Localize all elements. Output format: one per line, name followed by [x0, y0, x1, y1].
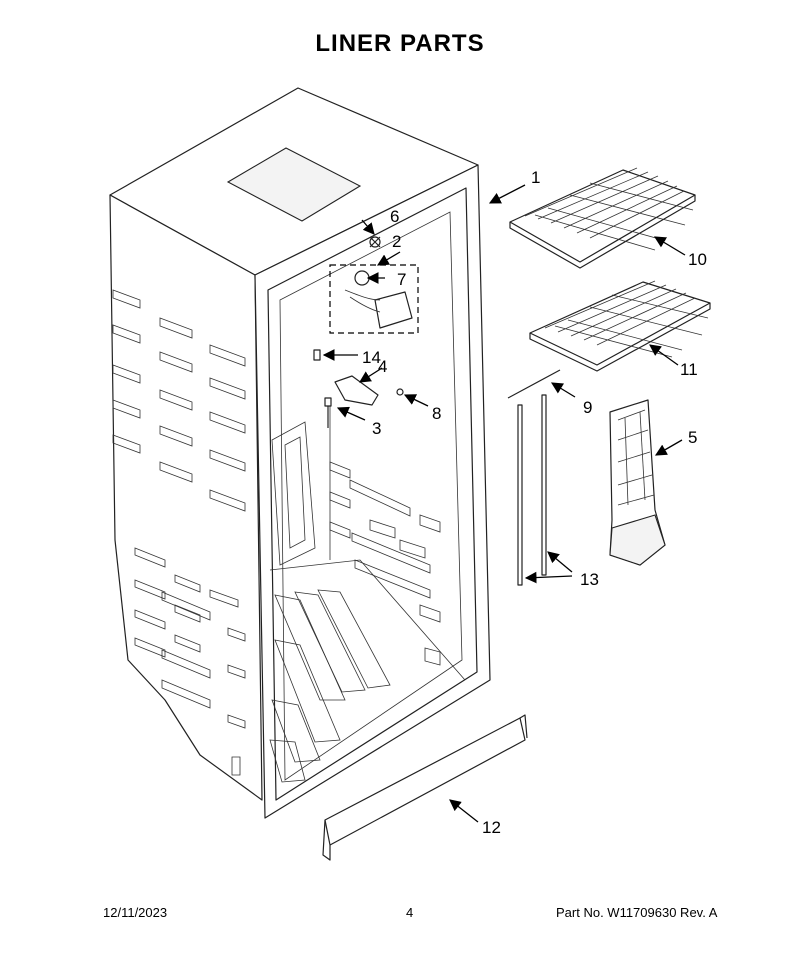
part-5-duct	[609, 399, 666, 566]
part-6-clip	[369, 236, 381, 248]
callout-13: 13	[580, 570, 599, 589]
liner	[109, 87, 491, 819]
callout-7: 7	[397, 270, 406, 289]
callout-5: 5	[688, 428, 697, 447]
callout-12: 12	[482, 818, 501, 837]
part-3-probe	[324, 397, 332, 428]
callout-9: 9	[583, 398, 592, 417]
callout-2: 2	[392, 232, 401, 251]
footer-part-number: Part No. W11709630 Rev. A	[556, 905, 718, 920]
callout-4: 4	[378, 357, 387, 376]
page-title: LINER PARTS	[315, 30, 485, 57]
part-4-housing	[334, 375, 379, 406]
callout-14: 14	[362, 348, 381, 367]
callout-3: 3	[372, 419, 381, 438]
part-9-strip	[507, 369, 561, 399]
callout-10: 10	[688, 250, 707, 269]
footer-date: 12/11/2023	[103, 905, 168, 920]
part-2-assembly-box	[329, 264, 419, 334]
callout-11: 11	[680, 360, 698, 379]
part-14-clip	[313, 349, 321, 361]
footer-page-number: 4	[406, 905, 414, 920]
part-10-shelf	[509, 167, 696, 269]
part-13-strips	[517, 394, 547, 586]
callout-8: 8	[432, 404, 441, 423]
part-12-base-strip	[322, 714, 528, 861]
callout-6: 6	[390, 207, 399, 226]
callout-1: 1	[531, 168, 540, 187]
part-11-shelf	[529, 280, 711, 372]
part-8-screw	[396, 388, 404, 396]
